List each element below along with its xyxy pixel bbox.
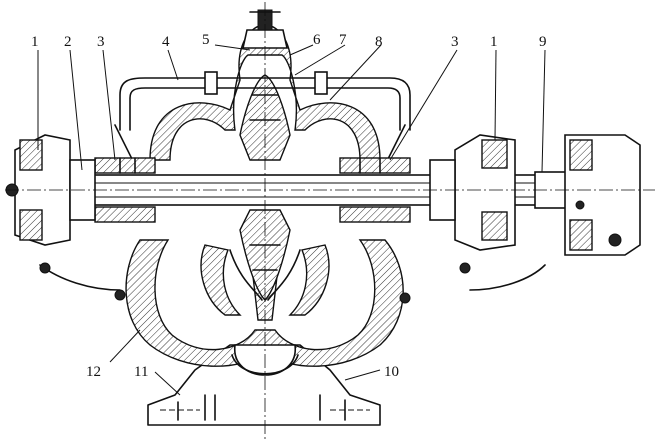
leader-lines <box>37 44 546 396</box>
callout-4: 4 <box>162 34 170 50</box>
base-pedestal <box>147 344 381 426</box>
callout-7: 7 <box>339 32 347 48</box>
callout-labels: 1 2 3 4 5 6 7 8 3 1 9 10 11 12 <box>31 32 547 380</box>
callout-9: 9 <box>539 34 547 50</box>
callout-5: 5 <box>202 32 210 48</box>
casing-feet <box>39 262 546 304</box>
callout-10: 10 <box>384 364 399 380</box>
packing-sleeves <box>94 157 411 223</box>
callout-3-left: 3 <box>97 34 105 50</box>
callout-1-right: 1 <box>490 34 498 50</box>
callout-1-left: 1 <box>31 34 39 50</box>
callout-11: 11 <box>134 364 148 380</box>
callout-12: 12 <box>86 364 101 380</box>
balance-pipe <box>114 71 411 166</box>
callout-3-right: 3 <box>451 34 459 50</box>
coupling <box>534 134 641 256</box>
callout-2: 2 <box>64 34 72 50</box>
callout-6: 6 <box>313 32 321 48</box>
bearing-housing-right <box>429 134 516 251</box>
callout-8: 8 <box>375 34 383 50</box>
center-lines <box>5 2 655 440</box>
